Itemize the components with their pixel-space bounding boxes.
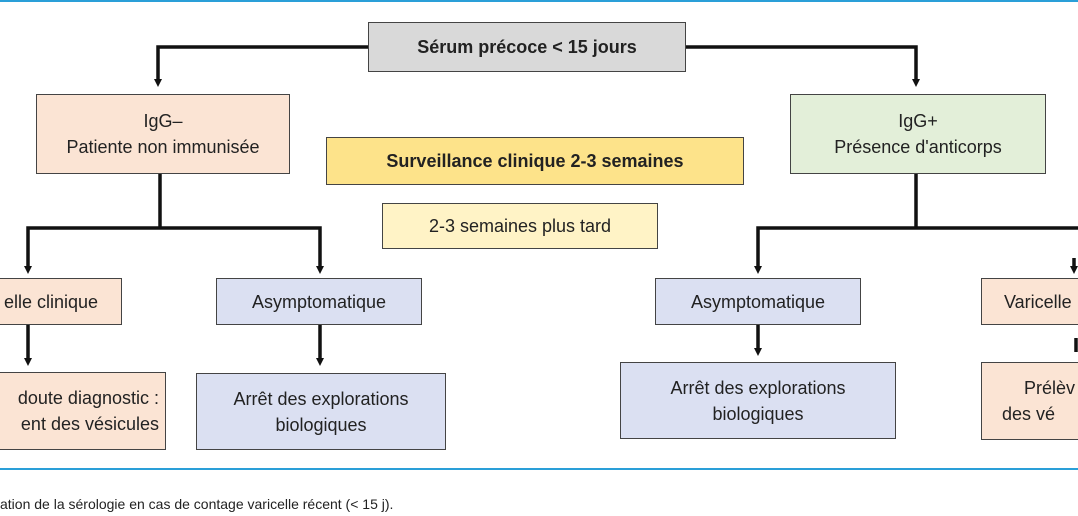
weeks-later-box: 2-3 semaines plus tard	[382, 203, 658, 249]
left-varicelle-label: elle clinique	[3, 291, 99, 312]
serum-box: Sérum précoce < 15 jours	[368, 22, 686, 72]
right-varicelle-box: Varicelle	[981, 278, 1078, 325]
connector-serum-left	[154, 45, 368, 87]
figure-caption: ation de la sérologie en cas de contage …	[0, 496, 394, 512]
connector-igg-neg-left	[24, 226, 160, 274]
serum-label: Sérum précoce < 15 jours	[417, 37, 637, 57]
right-prelev-line1: Prélèv	[1024, 378, 1076, 398]
igg-negative-line1: IgG–	[143, 111, 183, 131]
weeks-later-label: 2-3 semaines plus tard	[428, 216, 612, 236]
right-arret-line2: biologiques	[712, 403, 804, 424]
igg-negative-line2: Patiente non immunisée	[66, 137, 260, 157]
igg-negative-box: IgG– Patiente non immunisée	[36, 94, 290, 174]
surveillance-box: Surveillance clinique 2-3 semaines	[326, 137, 744, 185]
left-arret-box: Arrêt des explorations biologiques	[196, 373, 446, 450]
right-arret-line1: Arrêt des explorations	[670, 377, 846, 398]
connector-igg-pos-left	[754, 226, 916, 274]
left-asymptomatique-label: Asymptomatique	[251, 291, 387, 312]
connector-serum-right	[686, 45, 920, 87]
right-arret-box: Arrêt des explorations biologiques	[620, 362, 896, 439]
igg-positive-line1: IgG+	[898, 111, 938, 131]
right-prelev-line2: des vé	[1002, 404, 1056, 424]
left-doute-line2: ent des vésicules	[20, 414, 159, 434]
igg-positive-box: IgG+ Présence d'anticorps	[790, 94, 1046, 174]
surveillance-label: Surveillance clinique 2-3 semaines	[386, 151, 684, 171]
bottom-rule	[0, 468, 1078, 470]
right-asymptomatique-label: Asymptomatique	[690, 291, 826, 312]
left-asymptomatique-box: Asymptomatique	[216, 278, 422, 325]
right-prelev-box: Prélèv des vé	[981, 362, 1078, 440]
right-varicelle-label: Varicelle	[1004, 291, 1072, 312]
igg-positive-line2: Présence d'anticorps	[834, 137, 1002, 157]
left-arret-line2: biologiques	[275, 414, 367, 435]
connector-igg-neg-right	[160, 226, 324, 274]
left-doute-box: doute diagnostic : ent des vésicules	[0, 372, 166, 450]
left-varicelle-box: elle clinique	[0, 278, 122, 325]
right-asymptomatique-box: Asymptomatique	[655, 278, 861, 325]
top-rule	[0, 0, 1078, 2]
left-arret-line1: Arrêt des explorations	[233, 388, 409, 409]
left-doute-line1: doute diagnostic :	[17, 388, 159, 408]
